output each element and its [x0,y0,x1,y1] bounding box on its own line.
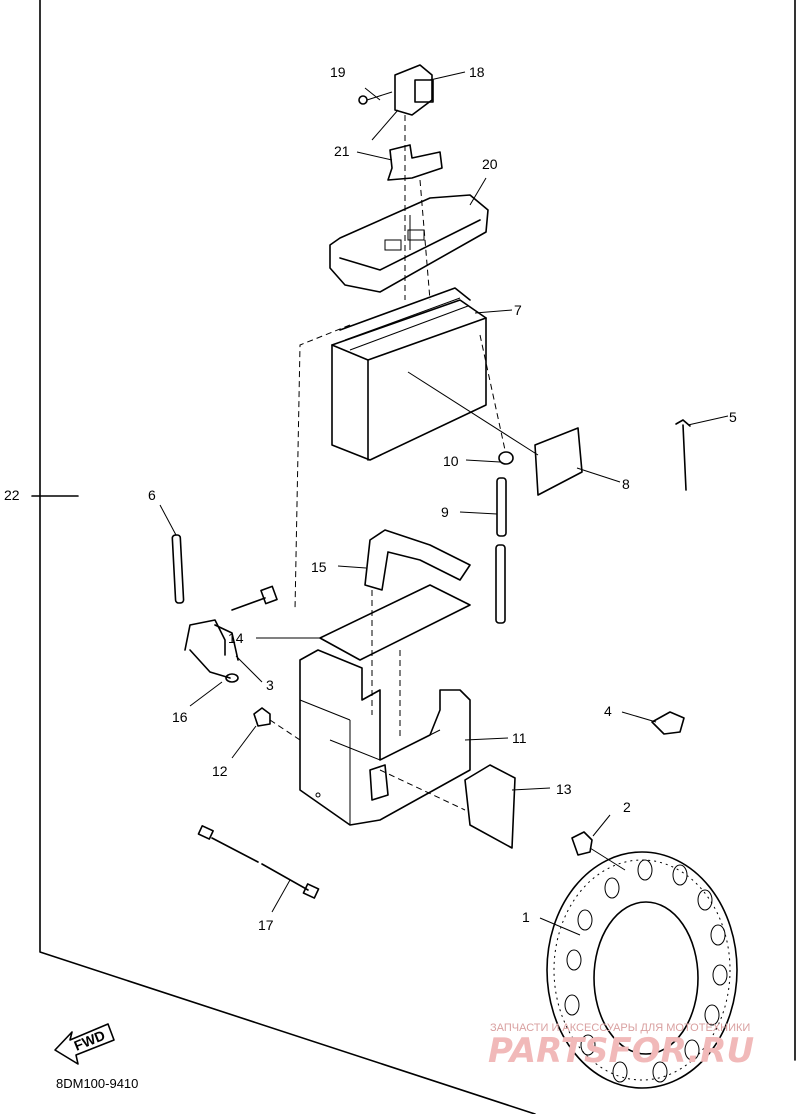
damper-pad [319,584,471,661]
sensor-rotor [546,851,738,1089]
bolt-12 [253,707,301,741]
battery-case [299,649,471,826]
label-15: 15 [311,559,327,575]
label-14: 14 [228,630,244,646]
label-4: 4 [604,703,612,719]
clamp-4 [651,711,685,735]
watermark-tagline: ЗАПЧАСТИ И АКСЕССУАРЫ ДЛЯ МОТОТЕХНИКИ [490,1022,750,1034]
bolt-2 [571,831,626,871]
label-17: 17 [258,917,274,933]
fwd-arrow: FWD [54,1023,115,1065]
battery-cover [329,194,489,293]
positive-lead [231,585,278,611]
label-19: 19 [330,64,346,80]
lead-wire [197,825,320,899]
label-5: 5 [729,409,737,425]
assembly-frame [39,0,796,1114]
label-8: 8 [622,476,630,492]
label-12: 12 [212,763,228,779]
band-8 [534,427,583,496]
label-10: 10 [443,453,459,469]
breather-hose [495,451,514,624]
battery [331,287,539,461]
label-13: 13 [556,781,572,797]
label-9: 9 [441,504,449,520]
clamp [387,144,443,181]
label-7: 7 [514,302,522,318]
bolt-5 [675,419,691,491]
label-3: 3 [266,677,274,693]
drawing-code: 8DM100-9410 [56,1076,138,1091]
label-11: 11 [512,730,527,746]
bolt-6 [171,534,185,604]
starter-relay [371,64,434,141]
callouts: 19 18 21 20 7 5 8 10 9 6 15 14 3 16 12 4… [4,64,737,936]
battery-strap [364,529,471,591]
label-2: 2 [623,799,631,815]
bolt-19 [358,91,393,105]
label-6: 6 [148,487,156,503]
plate-13 [464,764,516,849]
label-20: 20 [482,156,498,172]
label-21: 21 [334,143,350,159]
label-18: 18 [469,64,485,80]
label-1: 1 [522,909,530,925]
label-16: 16 [172,709,188,725]
negative-cable [184,619,239,683]
label-22: 22 [4,487,20,503]
watermark-brand: PARTSFOR.RU [488,1031,754,1071]
watermark: ЗАПЧАСТИ И АКСЕССУАРЫ ДЛЯ МОТОТЕХНИКИ PA… [488,1022,754,1071]
